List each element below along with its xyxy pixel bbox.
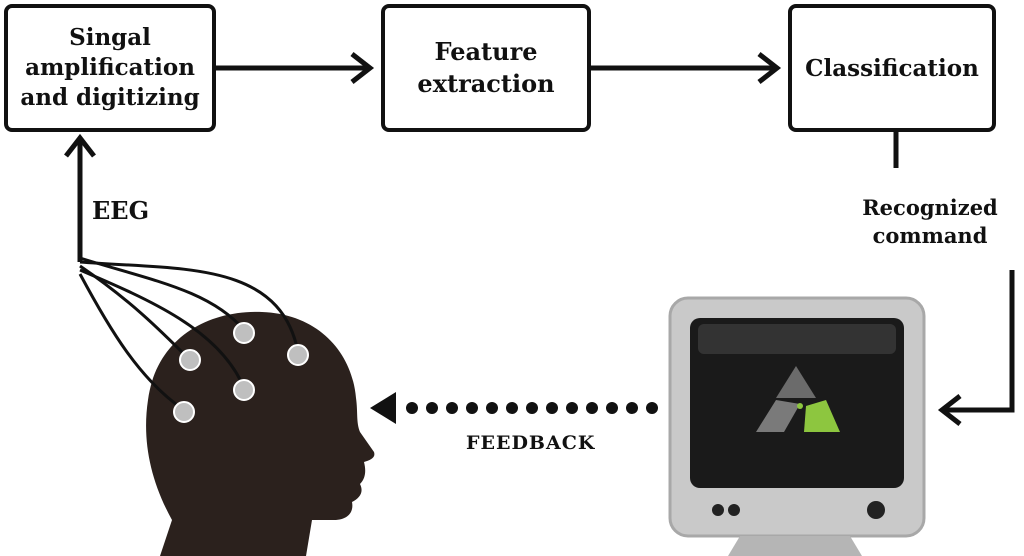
electrode-4 [233, 379, 255, 401]
signal-amplification-box: Singal amplification and digitizing [4, 4, 216, 132]
electrodes [173, 322, 309, 423]
electrode-2 [287, 344, 309, 366]
eeg-label: EEG [92, 196, 150, 225]
head-silhouette [146, 311, 375, 556]
arrow-eeg-up [64, 133, 96, 262]
arrow-amp-to-feature [216, 52, 375, 84]
electrode-5 [173, 401, 195, 423]
electrode-3 [179, 349, 201, 371]
recognized-command-label: Recognized command [862, 195, 998, 248]
electrode-wires [78, 256, 300, 412]
classification-box: Classification [788, 4, 996, 132]
feedback-dotted-arrow [370, 392, 658, 424]
electrode-1 [233, 322, 255, 344]
feature-extraction-box: Feature extraction [381, 4, 591, 132]
signal-amplification-label: Singal amplification and digitizing [20, 24, 200, 111]
feature-extraction-label: Feature extraction [417, 37, 555, 98]
classification-label: Classification [805, 54, 979, 82]
monitor-icon [668, 296, 926, 556]
arrow-feature-to-classification [591, 52, 782, 84]
arrow-classification-to-monitor [893, 132, 1015, 426]
feedback-label: FEEDBACK [466, 432, 596, 454]
